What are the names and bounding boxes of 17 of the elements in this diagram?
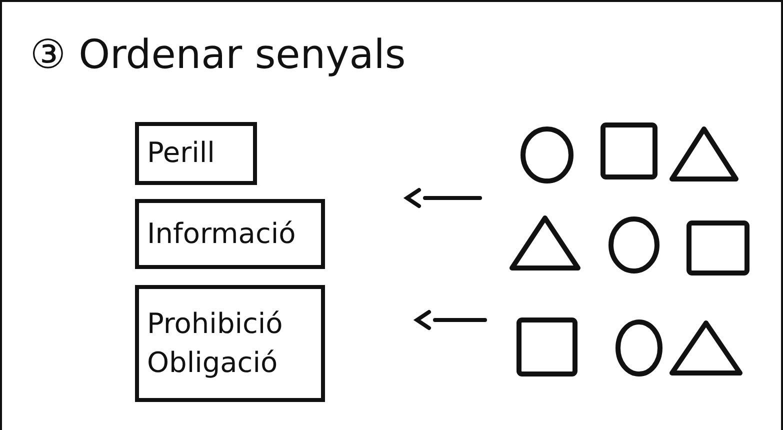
- circle-shape: [520, 126, 574, 184]
- box-label: Obligació: [147, 348, 279, 378]
- triangle-shape: [510, 216, 580, 270]
- label-box: [135, 199, 325, 269]
- box-label: Prohibició: [147, 308, 284, 340]
- label-box: [135, 285, 325, 402]
- triangle-shape: [670, 126, 738, 182]
- box-shape: [600, 122, 658, 180]
- box-label: Informació: [147, 218, 297, 250]
- box-shape: [516, 318, 578, 376]
- circle-shape: [616, 320, 662, 376]
- title: ③ Ordenar senyals: [30, 32, 406, 78]
- box-label: Perill: [147, 138, 216, 169]
- triangle-shape: [670, 320, 742, 376]
- label-box: [135, 122, 257, 185]
- box-shape: [686, 220, 750, 276]
- circle-shape: [608, 216, 660, 274]
